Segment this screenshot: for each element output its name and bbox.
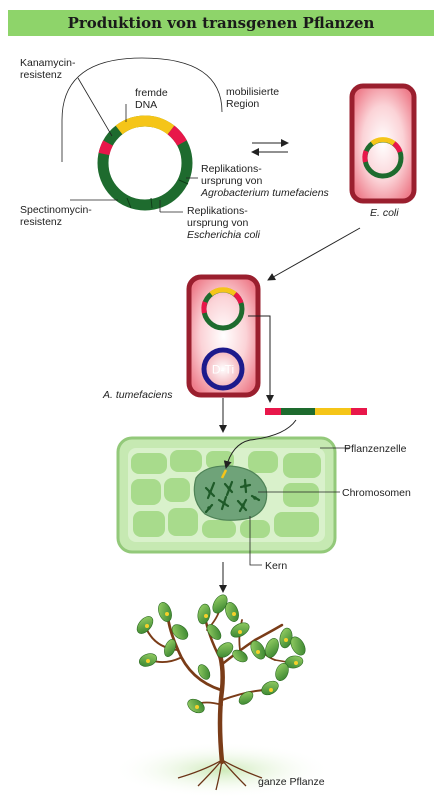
kanamycin-label: resistenz bbox=[20, 69, 62, 81]
ti-plasmid-label: D-Ti bbox=[212, 363, 234, 377]
leader-line bbox=[77, 77, 113, 137]
segment-divider bbox=[178, 179, 189, 185]
whole-plant bbox=[136, 594, 306, 791]
ecoli-cell bbox=[349, 83, 417, 204]
ti-plasmid bbox=[201, 347, 245, 391]
page-title: Produktion von transgenen Pflanzen bbox=[68, 14, 375, 32]
ecoli-label: E. coli bbox=[370, 207, 399, 219]
t-dna-transfer-line bbox=[248, 315, 274, 403]
kanamycin-label: Kanamycin- bbox=[20, 57, 76, 69]
ori-ecoli-label: Escherichia coli bbox=[187, 229, 261, 241]
ori-agro-label: Replikations- bbox=[201, 163, 262, 175]
mobilized-region-bracket bbox=[61, 57, 223, 162]
inserted-t-dna bbox=[220, 469, 228, 479]
spectinomycin-label: Spectinomycin- bbox=[20, 204, 92, 216]
foreign-dna-segment bbox=[115, 115, 175, 135]
plant-cell bbox=[116, 436, 337, 554]
leader-line bbox=[249, 516, 262, 566]
t-dna-strip bbox=[265, 408, 367, 415]
spectinomycin-label: resistenz bbox=[20, 216, 62, 228]
foreign-dna-label: DNA bbox=[135, 99, 157, 111]
segment-divider bbox=[150, 197, 153, 209]
agrobacterium-cell: D-Ti bbox=[186, 274, 261, 398]
chromosomes-label: Chromosomen bbox=[342, 487, 411, 499]
foreign-dna-label: fremde bbox=[135, 87, 168, 99]
segment-divider bbox=[126, 197, 132, 209]
arrow-to-agrobacterium bbox=[267, 227, 361, 281]
ground-glow bbox=[112, 742, 332, 798]
t-dna-insertion-arrow bbox=[223, 419, 297, 469]
ori-agro-label: Agrobacterium tumefaciens bbox=[200, 187, 330, 199]
ori-agro-label: ursprung von bbox=[201, 175, 262, 187]
agrobacterium-label: A. tumefaciens bbox=[102, 389, 173, 401]
mobilized-region-label: mobilisierte bbox=[226, 86, 279, 98]
title-bar bbox=[8, 10, 434, 36]
mob-region-segment bbox=[167, 125, 187, 146]
ori-ecoli-label: ursprung von bbox=[187, 217, 248, 229]
plant-cell-label: Pflanzenzelle bbox=[344, 443, 407, 455]
plasmid-diagram bbox=[61, 57, 223, 213]
mobilized-region-label: Region bbox=[226, 98, 259, 110]
kanamycin-segment bbox=[98, 140, 113, 156]
ori-ecoli-label: Replikations- bbox=[187, 205, 248, 217]
nucleus-label: Kern bbox=[265, 560, 287, 572]
whole-plant-label: ganze Pflanze bbox=[258, 776, 325, 788]
